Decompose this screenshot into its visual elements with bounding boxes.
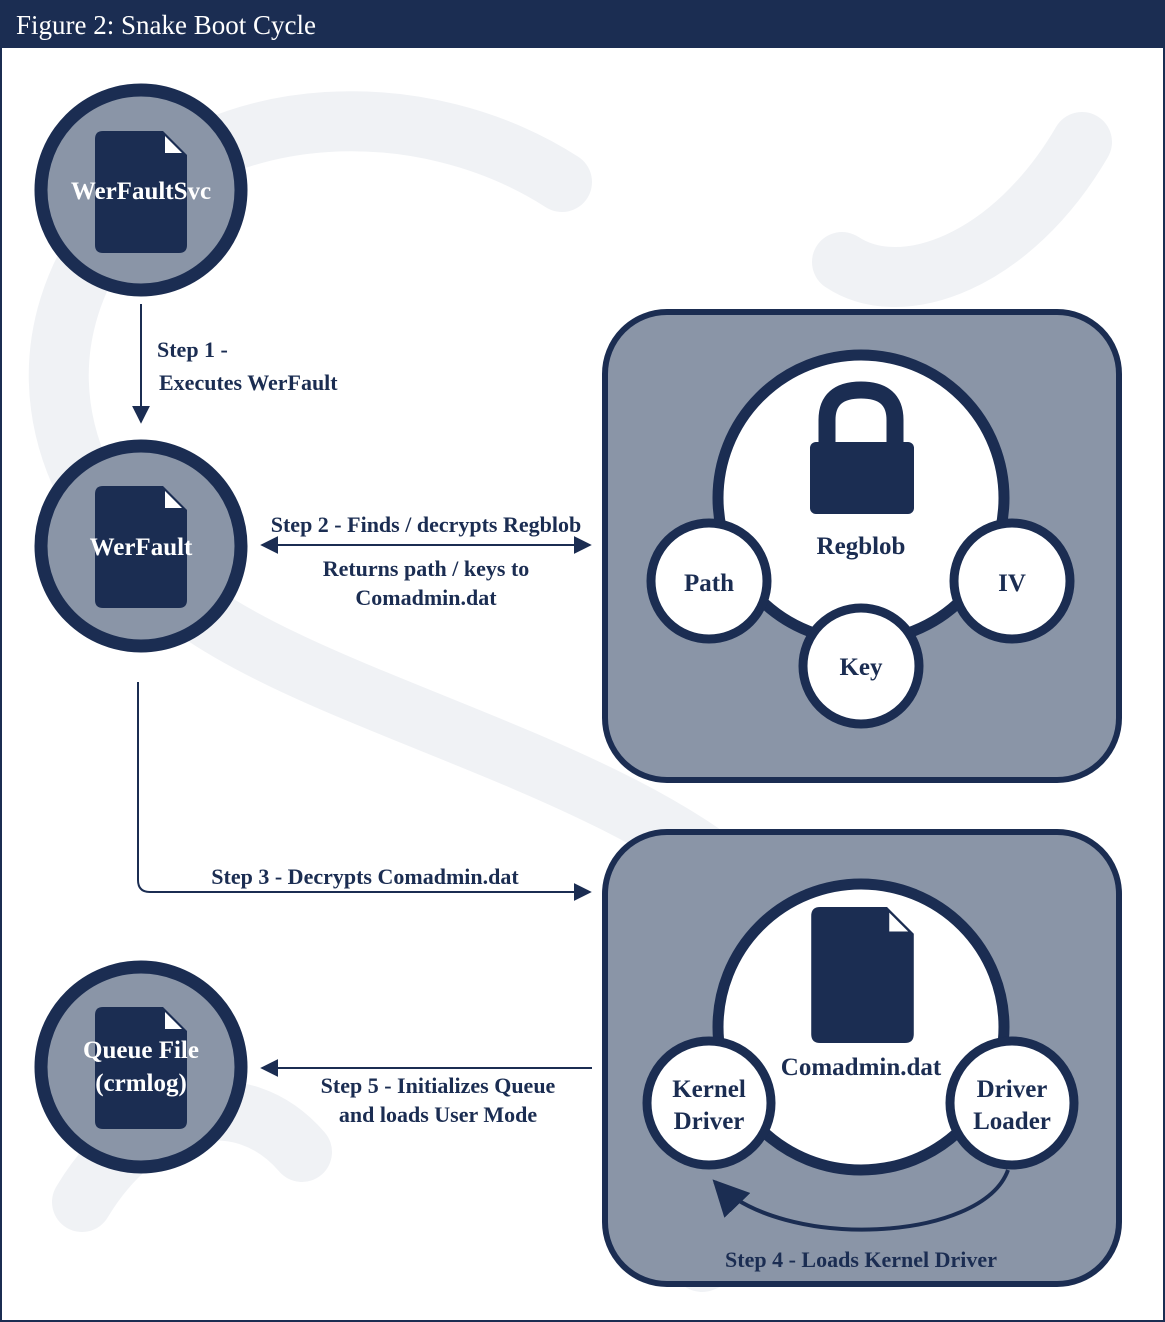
path-part: Path [646, 518, 772, 644]
step2-label: Step 2 - Finds / decrypts Regblob [271, 512, 581, 537]
step4-label: Step 4 - Loads Kernel Driver [725, 1247, 997, 1272]
step2-return-line2: Comadmin.dat [355, 585, 497, 610]
step3-label: Step 3 - Decrypts Comadmin.dat [211, 864, 519, 889]
iv-label: IV [998, 570, 1026, 597]
step5-label-line2: and loads User Mode [339, 1102, 537, 1127]
queue-file-label-line1: Queue File [83, 1037, 199, 1064]
werfault-label: WerFault [90, 534, 193, 561]
path-label: Path [684, 570, 734, 597]
driver-loader-part: Driver Loader [945, 1036, 1079, 1170]
step1-label-line2: Executes WerFault [159, 370, 338, 395]
comadmin-panel: Comadmin.dat Kernel Driver Driver Loader… [602, 829, 1122, 1287]
step4-arrow [712, 1169, 1010, 1232]
queue-file-label-line2: (crmlog) [95, 1070, 187, 1097]
key-part: Key [798, 603, 924, 729]
step2-return-line1: Returns path / keys to [323, 556, 530, 581]
lock-icon [810, 381, 914, 514]
file-icon [95, 1007, 187, 1129]
comadmin-label: Comadmin.dat [781, 1054, 942, 1081]
step5-label-line1: Step 5 - Initializes Queue [321, 1073, 556, 1098]
step3-arrow [137, 682, 592, 901]
regblob-label: Regblob [817, 533, 906, 560]
werfaultsvc-label: WerFaultSvc [71, 178, 211, 205]
werfault-node: WerFault [34, 439, 248, 653]
step1-label-line1: Step 1 - [157, 337, 228, 362]
regblob-panel: Regblob Path IV Key [602, 309, 1122, 783]
kernel-driver-part: Kernel Driver [642, 1036, 776, 1170]
driver-loader-label-line1: Driver [977, 1076, 1048, 1103]
file-icon [811, 907, 914, 1043]
kernel-driver-label-line2: Driver [674, 1108, 745, 1135]
queue-file-node: Queue File (crmlog) [34, 960, 248, 1174]
werfaultsvc-node: WerFaultSvc [34, 83, 248, 297]
kernel-driver-label-line1: Kernel [672, 1076, 746, 1103]
figure-title: Figure 2: Snake Boot Cycle [2, 2, 1163, 48]
key-label: Key [839, 654, 883, 681]
driver-loader-label-line2: Loader [973, 1108, 1051, 1135]
iv-part: IV [949, 518, 1075, 644]
